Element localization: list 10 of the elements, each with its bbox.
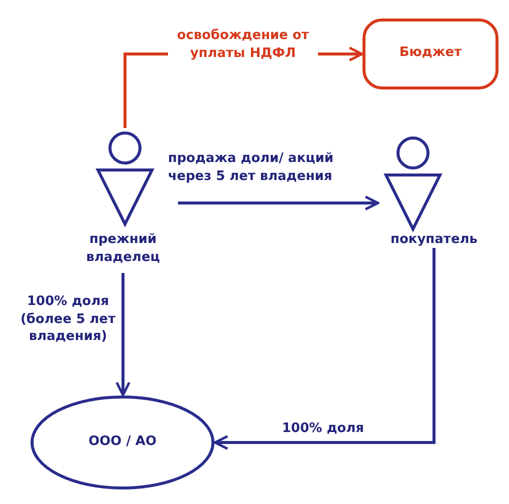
- company-ellipse: [30, 395, 215, 490]
- node-label: ООО / АО: [87, 432, 158, 450]
- edge-label: освобождение от уплаты НДФЛ: [168, 27, 318, 62]
- person-label: покупатель: [389, 231, 479, 249]
- arrow: [178, 196, 380, 210]
- arrow: [214, 248, 436, 450]
- node-label: Бюджет: [398, 44, 463, 62]
- arrow: [116, 273, 130, 396]
- person-label: прежний владелец: [85, 231, 161, 266]
- process-box: [362, 18, 499, 90]
